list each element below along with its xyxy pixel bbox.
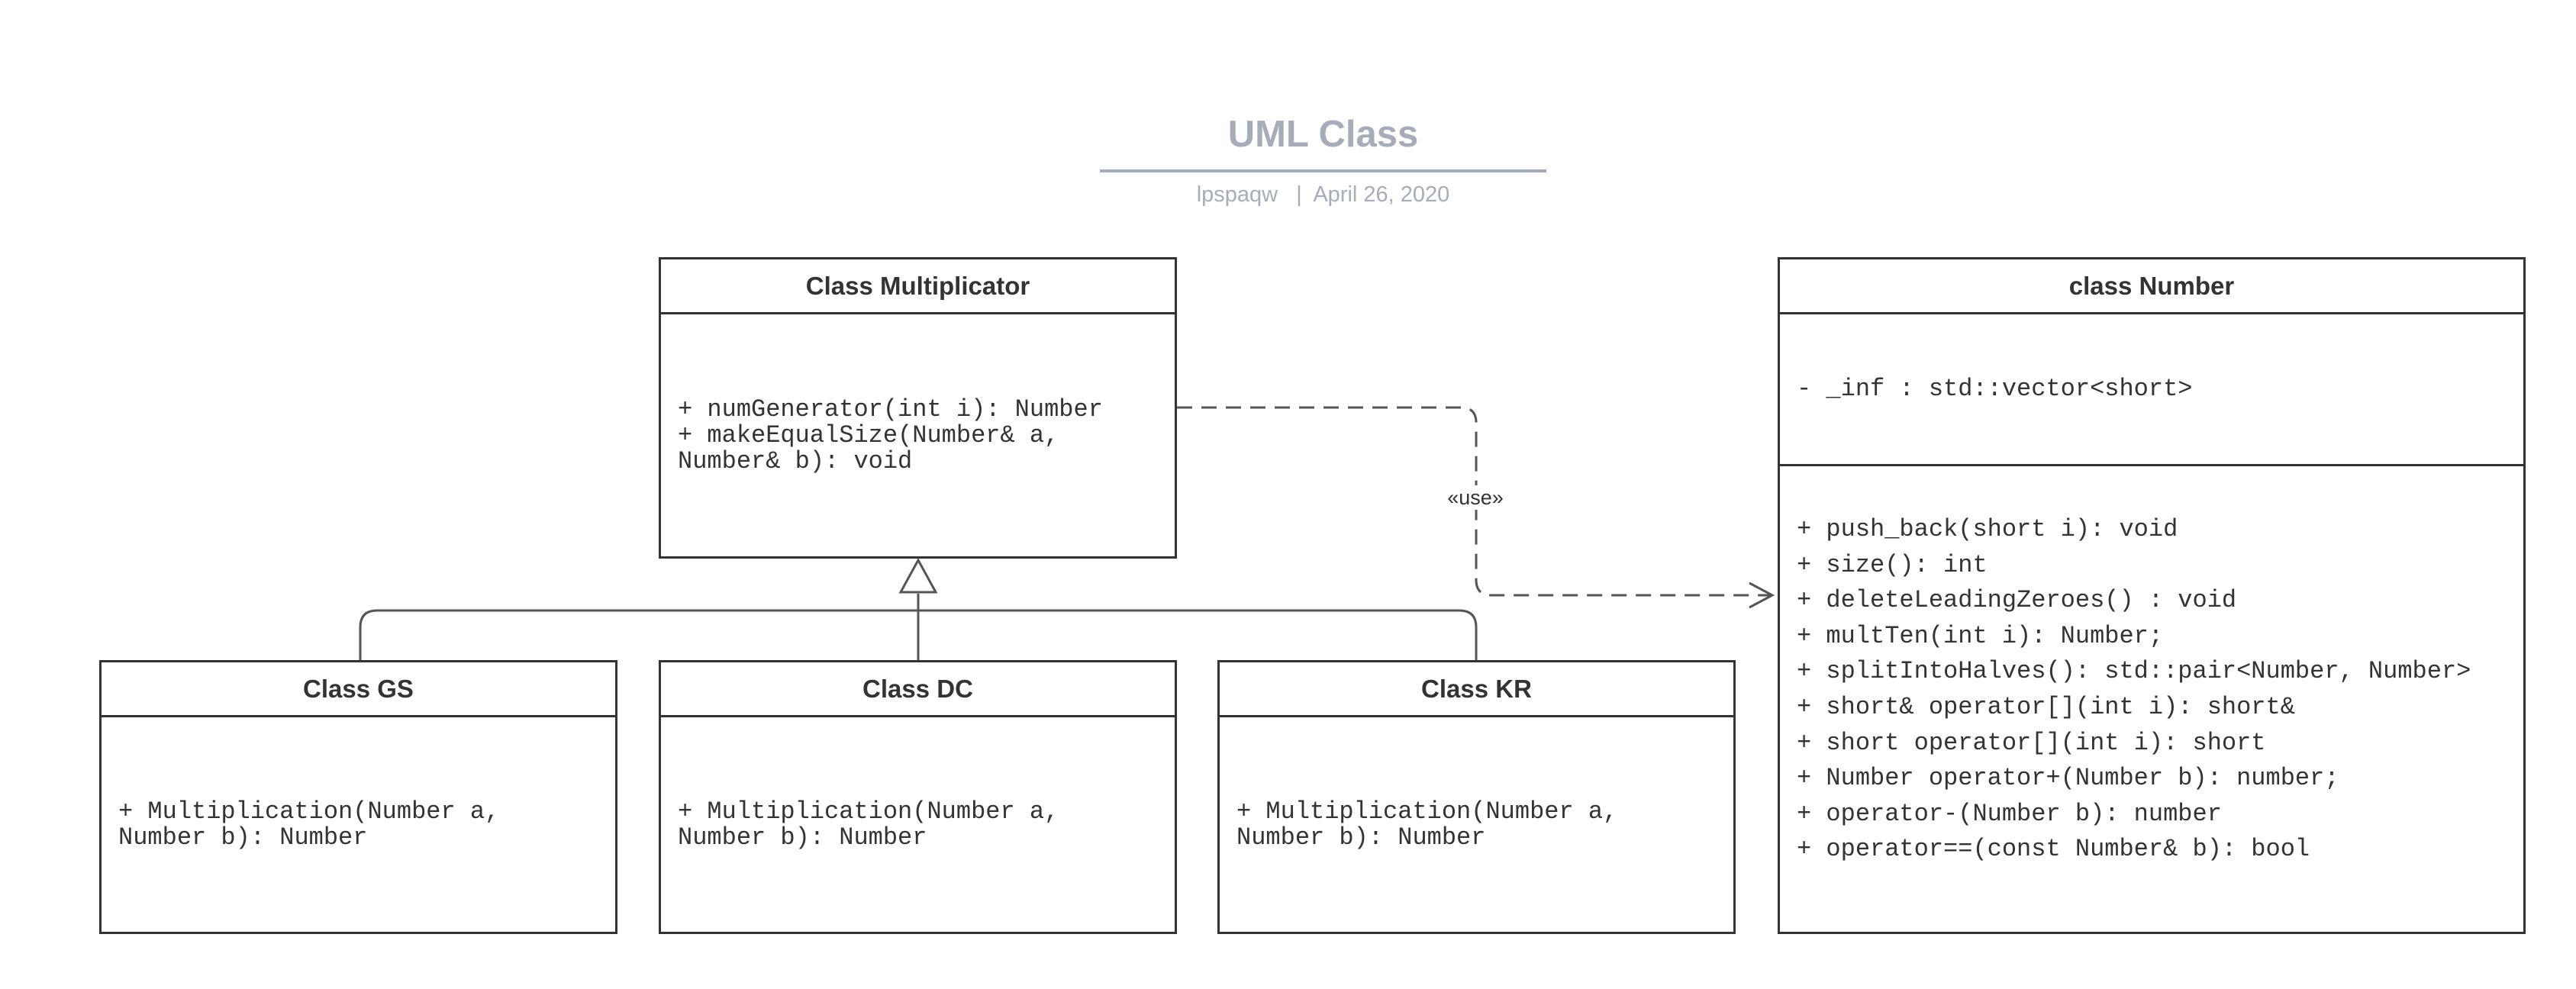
attribute-line: - _inf : std::vector<short> xyxy=(1797,375,2193,403)
method-line: + operator==(const Number& b): bool xyxy=(1797,835,2310,864)
class-gs-name: Class GS xyxy=(102,662,615,717)
class-dc-methods: + Multiplication(Number a, Number b): Nu… xyxy=(661,717,1175,932)
use-stereotype-label: «use» xyxy=(1441,485,1510,510)
method-line: Number b): Number xyxy=(118,823,368,852)
method-line: + makeEqualSize(Number& a, xyxy=(678,420,1059,449)
class-number-name: class Number xyxy=(1780,259,2523,314)
method-line: + Number operator+(Number b): number; xyxy=(1797,764,2339,793)
class-dc-name: Class DC xyxy=(661,662,1175,717)
method-line: + numGenerator(int i): Number xyxy=(678,395,1103,424)
method-line: + size(): int xyxy=(1797,550,1988,579)
class-number-attributes: - _inf : std::vector<short> xyxy=(1780,314,2523,466)
class-kr-name: Class KR xyxy=(1220,662,1733,717)
method-line: + operator-(Number b): number xyxy=(1797,799,2222,828)
class-dc[interactable]: Class DC + Multiplication(Number a, Numb… xyxy=(659,660,1177,934)
class-multiplicator-methods: + numGenerator(int i): Number + makeEqua… xyxy=(661,314,1175,556)
dependency-arrowhead xyxy=(1749,581,1775,609)
inheritance-line-kr[interactable] xyxy=(918,609,1478,662)
class-multiplicator[interactable]: Class Multiplicator + numGenerator(int i… xyxy=(659,257,1177,559)
class-number-methods: + push_back(short i): void + size(): int… xyxy=(1780,466,2523,932)
class-number[interactable]: class Number - _inf : std::vector<short>… xyxy=(1778,257,2526,934)
class-kr-methods: + Multiplication(Number a, Number b): Nu… xyxy=(1220,717,1733,932)
method-line: + Multiplication(Number a, xyxy=(678,797,1059,826)
diagram-subtitle: lpspaqw | April 26, 2020 xyxy=(1196,182,1450,207)
method-line: + Multiplication(Number a, xyxy=(118,797,500,826)
method-line: + deleteLeadingZeroes() : void xyxy=(1797,586,2237,615)
class-multiplicator-name: Class Multiplicator xyxy=(661,259,1175,314)
method-line: Number b): Number xyxy=(678,823,927,852)
method-line: + splitIntoHalves(): std::pair<Number, N… xyxy=(1797,657,2471,686)
diagram-title: UML Class xyxy=(1227,114,1419,155)
class-gs[interactable]: Class GS + Multiplication(Number a, Numb… xyxy=(99,660,617,934)
class-gs-methods: + Multiplication(Number a, Number b): Nu… xyxy=(102,717,615,932)
title-underline xyxy=(1100,169,1546,172)
method-line: + push_back(short i): void xyxy=(1797,515,2178,543)
inheritance-line-gs[interactable] xyxy=(359,609,918,662)
method-line: + short& operator[](int i): short& xyxy=(1797,692,2295,721)
method-line: + multTen(int i): Number; xyxy=(1797,621,2164,650)
method-line: + Multiplication(Number a, xyxy=(1236,797,1618,826)
method-line: Number b): Number xyxy=(1236,823,1486,852)
inheritance-arrowhead xyxy=(898,557,938,594)
class-kr[interactable]: Class KR + Multiplication(Number a, Numb… xyxy=(1217,660,1736,934)
method-line: + short operator[](int i): short xyxy=(1797,728,2266,757)
method-line: Number& b): void xyxy=(678,446,913,475)
